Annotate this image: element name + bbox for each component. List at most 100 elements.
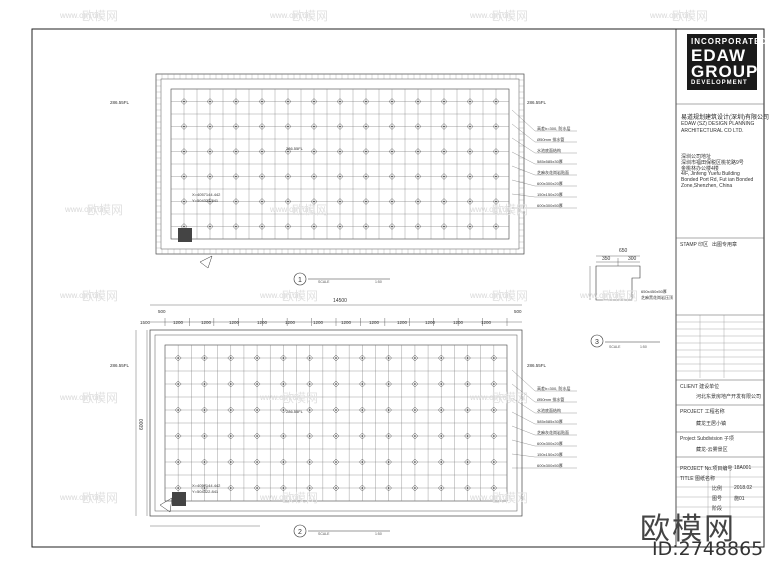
nozzle-point — [335, 383, 337, 385]
nozzle-marker — [253, 432, 261, 440]
nozzle-marker — [201, 432, 208, 440]
nozzle-point — [495, 225, 497, 228]
nozzle-marker — [253, 354, 261, 362]
nozzle-marker — [332, 458, 340, 466]
nozzle-point — [391, 150, 393, 153]
detail-dim-b: 300 — [628, 256, 637, 262]
watermark-url: www.om.cn — [64, 205, 106, 214]
nozzle-point — [183, 225, 185, 228]
nozzle-marker — [180, 98, 188, 105]
nozzle-point — [495, 200, 497, 203]
nozzle-marker — [280, 484, 287, 492]
watermark-url: www.om.cn — [59, 393, 101, 402]
nozzle-marker — [280, 406, 287, 414]
nozzle-marker — [306, 380, 313, 388]
nozzle-marker — [388, 223, 396, 230]
nozzle-marker — [385, 354, 392, 362]
nozzle-marker — [232, 198, 240, 205]
nozzle-point — [361, 435, 364, 437]
pool-outer-edge — [149, 329, 523, 517]
nozzle-marker — [258, 148, 266, 155]
nozzle-marker — [362, 98, 370, 105]
detail3-scale-label: SCALE — [609, 345, 621, 349]
nozzle-marker — [466, 148, 474, 155]
nozzle-point — [261, 125, 263, 128]
watermark-brand-faint: 欧模网 — [282, 491, 318, 505]
nozzle-point — [361, 461, 364, 463]
watermark-brand-faint: 欧模网 — [492, 391, 528, 405]
nozzle-marker — [258, 173, 266, 180]
nozzle-marker — [411, 406, 419, 414]
drain-box — [178, 228, 192, 242]
nozzle-marker — [258, 98, 266, 105]
nozzle-marker — [385, 406, 392, 414]
nozzle-marker — [232, 148, 240, 155]
stamp-label: STAMP 印区 — [680, 242, 709, 248]
watermark-brand-faint: 欧模网 — [492, 203, 528, 217]
nozzle-marker — [332, 380, 340, 388]
watermark-url: www.om.cn — [469, 205, 511, 214]
nozzle-marker — [201, 484, 208, 492]
plan1-center-level: 286.55FL — [286, 146, 304, 151]
project-value: 藏龙王居小镇 — [696, 421, 727, 427]
nozzle-marker — [359, 380, 366, 388]
nozzle-point — [339, 225, 341, 228]
nozzle-marker — [258, 223, 266, 230]
nozzle-marker — [492, 223, 500, 230]
nozzle-point — [495, 100, 497, 103]
address-5: Bonded Port Rd, Fut ian Bonded — [681, 177, 754, 183]
nozzle-marker — [310, 148, 318, 155]
note-text: 600x300x50厚 — [537, 463, 563, 468]
watermark-brand-faint: 欧模网 — [282, 289, 318, 303]
nozzle-marker — [227, 380, 235, 388]
nozzle-marker — [201, 354, 208, 362]
nozzle-marker — [490, 406, 498, 414]
stamp-value: 出图专用章 — [712, 242, 738, 248]
client-label: CLIENT 建设单位 — [680, 384, 720, 390]
nozzle-point — [414, 383, 416, 385]
nozzle-marker — [437, 432, 445, 440]
leader-line — [511, 151, 536, 165]
nozzle-point — [209, 200, 211, 203]
note-text: 600x300x20厚 — [537, 181, 563, 186]
nozzle-marker — [258, 123, 266, 130]
nozzle-point — [308, 383, 311, 385]
nozzle-point — [469, 200, 471, 203]
detail-note-2: 芝麻黑花岗岩压顶 — [641, 294, 673, 300]
nozzle-point — [183, 175, 185, 178]
note-text: 水池底面结构 — [537, 147, 561, 153]
nozzle-marker — [332, 432, 340, 440]
nozzle-point — [256, 435, 258, 437]
nozzle-point — [183, 150, 185, 153]
nozzle-marker — [362, 198, 370, 205]
note-text: 芝麻灰花岗岩贴面 — [537, 429, 569, 435]
nozzle-marker — [306, 458, 313, 466]
nozzle-marker — [411, 484, 419, 492]
nozzle-marker — [359, 484, 366, 492]
nozzle-point — [313, 225, 315, 228]
address-4: 4/F, Jinfeng Yuefu Building — [681, 171, 740, 177]
watermark-url: www.om.cn — [269, 11, 311, 20]
pool-rim — [154, 334, 518, 512]
nozzle-point — [414, 461, 416, 463]
nozzle-point — [414, 409, 416, 411]
nozzle-marker — [336, 98, 344, 105]
nozzle-point — [203, 461, 206, 463]
nozzle-marker — [232, 173, 240, 180]
nozzle-marker — [284, 98, 292, 105]
nozzle-marker — [466, 173, 474, 180]
detail3-number-circle — [590, 334, 604, 348]
nozzle-marker — [492, 198, 500, 205]
nozzle-marker — [385, 432, 392, 440]
watermark-brand-faint: 欧模网 — [492, 9, 528, 23]
nozzle-point — [261, 200, 263, 203]
nozzle-point — [256, 461, 258, 463]
watermark-url: www.om.cn — [59, 11, 101, 20]
nozzle-point — [493, 461, 495, 463]
nozzle-point — [313, 125, 315, 128]
nozzle-point — [229, 409, 232, 411]
nozzle-marker — [206, 123, 214, 130]
nozzle-marker — [336, 123, 344, 130]
nozzle-marker — [336, 198, 344, 205]
